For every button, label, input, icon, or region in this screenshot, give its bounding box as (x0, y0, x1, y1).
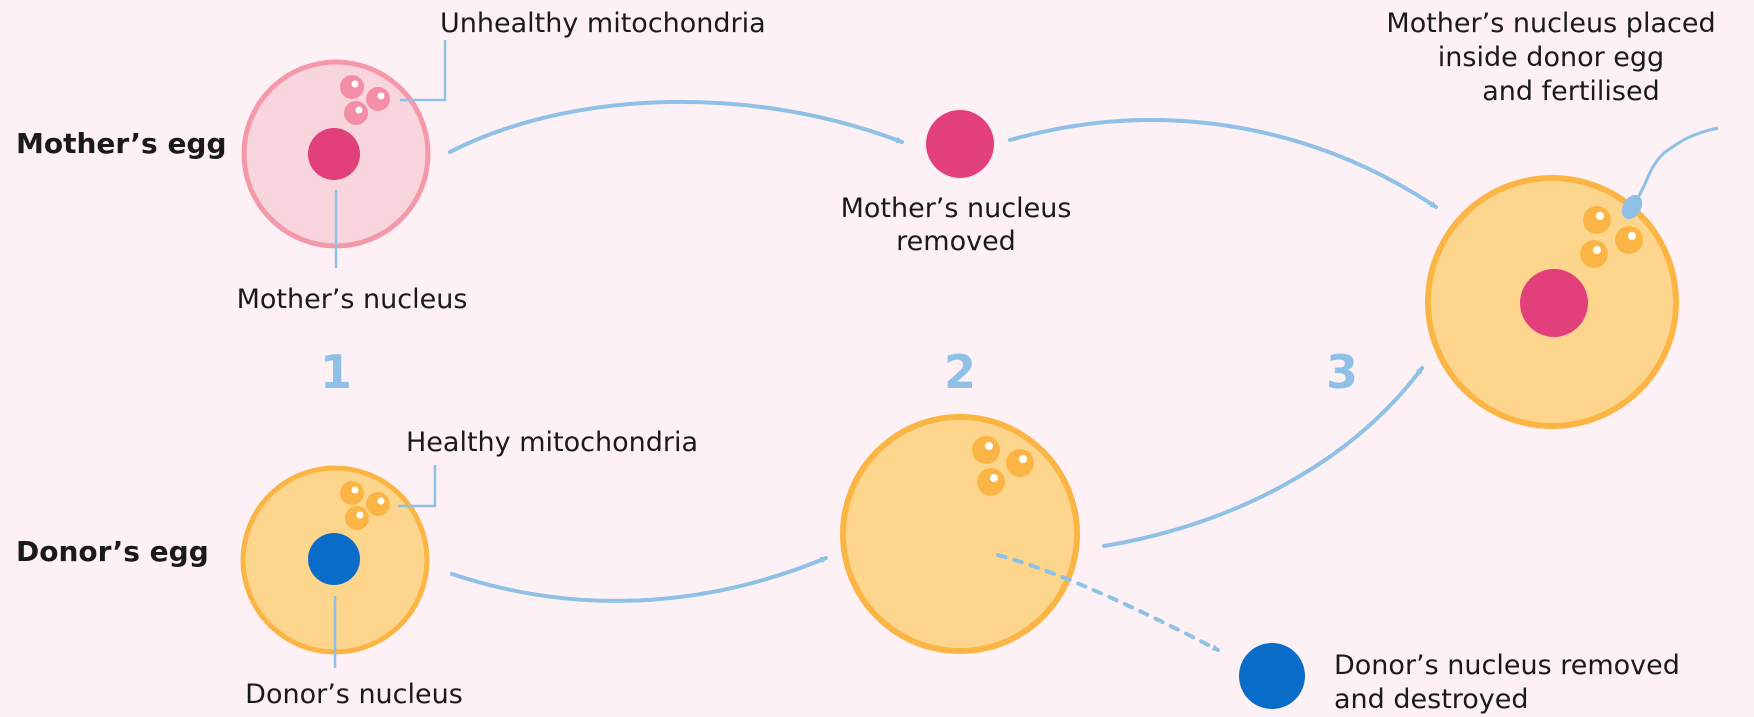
unhealthy-mitochondria-leader (400, 40, 445, 100)
row-label-mothers-egg: Mother’s egg (16, 127, 227, 160)
donors-nucleus-removed-label-line1: Donor’s nucleus removed (1334, 650, 1680, 681)
arrow-donors-egg-to-enucleated-egg (452, 558, 826, 601)
step-number-2: 2 (944, 345, 976, 399)
mothers-nucleus-label: Mother’s nucleus (237, 284, 468, 315)
donors-nucleus-icon (308, 533, 360, 585)
result-fertilised-egg-cell (1428, 178, 1676, 426)
sperm-icon (1618, 128, 1718, 223)
arrow-mothers-egg-to-nucleus-removed (450, 102, 902, 152)
mothers-nucleus-removed-label-line2: removed (896, 226, 1016, 257)
result-label-line1: Mother’s nucleus placed (1386, 8, 1715, 39)
donors-nucleus-destroyed-icon (1239, 643, 1305, 709)
placed-nucleus-icon (1520, 269, 1588, 337)
unhealthy-mitochondria-label: Unhealthy mitochondria (440, 8, 766, 39)
mothers-nucleus-icon (308, 128, 360, 180)
result-label-line3: and fertilised (1482, 76, 1660, 107)
mothers-nucleus-removed-icon (926, 110, 994, 178)
donor-egg-enucleated-cell (843, 417, 1077, 651)
donors-nucleus-label: Donor’s nucleus (245, 679, 463, 710)
donors-nucleus-removed-label-line2: and destroyed (1334, 684, 1529, 715)
step-number-1: 1 (320, 345, 352, 399)
row-label-donors-egg: Donor’s egg (16, 535, 209, 568)
arrow-nucleus-removed-to-result (1010, 120, 1436, 207)
mothers-nucleus-removed-label-line1: Mother’s nucleus (841, 193, 1072, 224)
step-number-3: 3 (1326, 345, 1358, 399)
result-label-line2: inside donor egg (1438, 42, 1664, 73)
arrow-enucleated-egg-to-result (1104, 368, 1422, 546)
healthy-mitochondria-label: Healthy mitochondria (406, 427, 698, 458)
